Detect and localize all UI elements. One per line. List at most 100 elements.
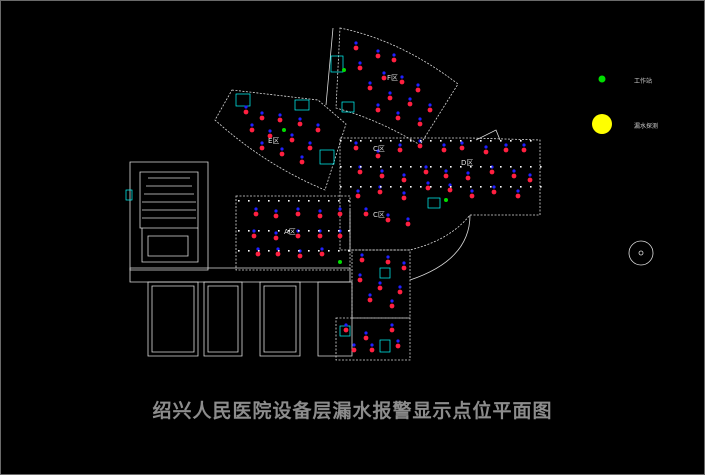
leak-sensor-marker — [483, 149, 489, 155]
sensor-tag-marker — [376, 103, 380, 107]
column-dot — [480, 140, 482, 142]
column-dot — [390, 166, 392, 168]
sensor-tag-marker — [396, 111, 400, 115]
column-dot — [318, 230, 320, 232]
column-dot — [460, 140, 462, 142]
column-dot — [490, 166, 492, 168]
sensor-tag-marker — [418, 117, 422, 121]
column-dot — [380, 186, 382, 188]
sensor-tag-marker — [338, 207, 342, 211]
column-dot — [430, 166, 432, 168]
column-dot — [500, 186, 502, 188]
sensor-tag-marker — [388, 91, 392, 95]
sensor-tag-marker — [256, 247, 260, 251]
column-dot — [450, 186, 452, 188]
leak-sensor-marker — [387, 95, 393, 101]
sensor-tag-marker — [320, 247, 324, 251]
zone-label: C区 — [373, 211, 385, 219]
sensor-tag-marker — [298, 117, 302, 121]
column-dot — [318, 250, 320, 252]
column-dot — [420, 186, 422, 188]
workstation-marker — [444, 198, 448, 202]
column-dot — [430, 140, 432, 142]
sensor-tag-marker — [460, 141, 464, 145]
column-dot — [258, 200, 260, 202]
leak-sensor-marker — [489, 169, 495, 175]
leak-sensor-marker — [465, 175, 471, 181]
sensor-tag-marker — [368, 81, 372, 85]
leak-sensor-marker — [357, 65, 363, 71]
leak-sensor-marker — [367, 297, 373, 303]
leak-sensor-marker — [243, 109, 249, 115]
sensor-tag-marker — [402, 191, 406, 195]
sensor-tag-marker — [406, 217, 410, 221]
column-dot — [520, 166, 522, 168]
leak-sensor-marker — [295, 233, 301, 239]
leak-sensor-marker — [355, 193, 361, 199]
legend-workstation-label: 工作站 — [634, 78, 653, 85]
sensor-tag-marker — [356, 189, 360, 193]
sensor-tag-marker — [386, 213, 390, 217]
leak-sensor-marker — [397, 289, 403, 295]
sensor-tag-marker — [442, 143, 446, 147]
sensor-tag-marker — [392, 53, 396, 57]
column-dot — [490, 140, 492, 142]
leak-sensor-marker — [359, 257, 365, 263]
sensor-tag-marker — [260, 111, 264, 115]
column-dot — [328, 200, 330, 202]
leak-sensor-marker — [363, 335, 369, 341]
column-dot — [258, 230, 260, 232]
leak-sensor-marker — [427, 107, 433, 113]
leak-sensor-marker — [469, 193, 475, 199]
leak-sensor-marker — [259, 115, 265, 121]
leak-sensor-marker — [515, 193, 521, 199]
leak-sensor-marker — [375, 153, 381, 159]
sensor-tag-marker — [308, 141, 312, 145]
column-dot — [340, 166, 342, 168]
column-dot — [380, 140, 382, 142]
sensor-tag-marker — [402, 261, 406, 265]
leak-sensor-marker — [389, 327, 395, 333]
sensor-tag-marker — [396, 339, 400, 343]
column-dot — [410, 140, 412, 142]
column-dot — [400, 166, 402, 168]
column-dot — [338, 230, 340, 232]
leak-sensor-marker — [295, 211, 301, 217]
leak-sensor-marker — [401, 265, 407, 271]
sensor-tag-marker — [260, 141, 264, 145]
sensor-tag-marker — [280, 147, 284, 151]
sensor-tag-marker — [358, 273, 362, 277]
leak-sensor-marker — [527, 177, 533, 183]
north-symbol-icon — [628, 240, 654, 266]
sensor-tag-marker — [364, 207, 368, 211]
north-symbol-center — [638, 250, 644, 256]
leak-sensor-marker — [259, 145, 265, 151]
column-dot — [540, 186, 542, 188]
sensor-tag-marker — [424, 165, 428, 169]
legend-leak-detector-label: 漏水探测 — [634, 123, 659, 130]
sensor-tag-marker — [370, 343, 374, 347]
sensor-tag-marker — [364, 331, 368, 335]
sensor-tag-marker — [416, 83, 420, 87]
column-dot — [288, 250, 290, 252]
column-dot — [350, 186, 352, 188]
sensor-tag-marker — [274, 231, 278, 235]
leak-sensor-marker — [399, 79, 405, 85]
sensor-tag-marker — [444, 169, 448, 173]
leak-sensor-marker — [249, 127, 255, 133]
sensor-tag-marker — [390, 323, 394, 327]
leak-sensor-marker — [297, 121, 303, 127]
leak-sensor-marker — [395, 343, 401, 349]
sensor-tag-marker — [244, 105, 248, 109]
column-dot — [420, 140, 422, 142]
column-dot — [268, 250, 270, 252]
leak-sensor-marker — [423, 169, 429, 175]
column-dot — [350, 166, 352, 168]
column-dot — [430, 186, 432, 188]
leak-sensor-marker — [397, 147, 403, 153]
leak-sensor-marker — [353, 45, 359, 51]
workstation-marker — [342, 68, 346, 72]
legend-leak-detector-icon — [592, 114, 612, 134]
column-dot — [530, 186, 532, 188]
